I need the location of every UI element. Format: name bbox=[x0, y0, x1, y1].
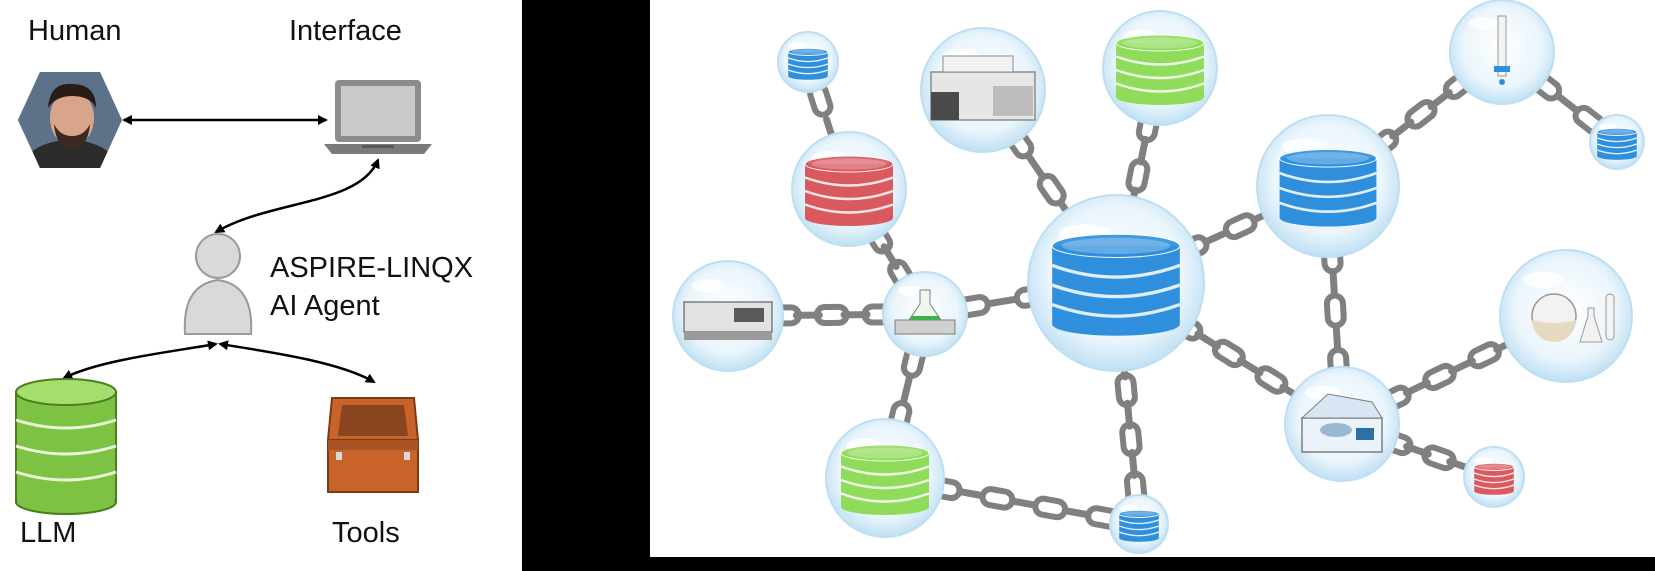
tools-label: Tools bbox=[332, 517, 400, 549]
human-photo-icon bbox=[18, 72, 122, 168]
knowledge-network-panel bbox=[650, 0, 1655, 557]
toolbox-icon bbox=[326, 397, 420, 493]
interface-label: Interface bbox=[289, 15, 402, 47]
laptop-icon bbox=[324, 80, 432, 154]
green-database-bubble-2 bbox=[825, 418, 945, 538]
centrifuge-bubble bbox=[1284, 366, 1400, 482]
chain-g-l bbox=[1320, 238, 1350, 383]
architecture-graphics bbox=[15, 72, 432, 515]
agent-label-line2: AI Agent bbox=[270, 290, 380, 322]
glassware-bubble bbox=[1499, 249, 1633, 383]
red-database-bubble bbox=[791, 131, 907, 247]
human-label: Human bbox=[28, 15, 122, 47]
agent-user-icon bbox=[183, 233, 253, 335]
instrument-bubble bbox=[920, 27, 1046, 153]
network-graphics bbox=[672, 0, 1645, 554]
chain-l-k bbox=[1377, 335, 1522, 413]
small-blue-database-bubble-3 bbox=[1109, 494, 1169, 554]
green-database-bubble bbox=[1102, 10, 1218, 126]
chain-n-o bbox=[926, 476, 1121, 530]
hotplate-bubble bbox=[882, 271, 968, 357]
bubbles bbox=[672, 0, 1645, 554]
llm-label: LLM bbox=[20, 517, 77, 549]
llm-database-icon bbox=[15, 378, 117, 515]
spectrometer-bubble bbox=[672, 260, 784, 372]
agent-architecture-panel: Human Interface ASPIRE-LINQX AI Agent LL… bbox=[0, 0, 522, 571]
column-bubble bbox=[1449, 0, 1555, 105]
central-database-bubble bbox=[1027, 194, 1205, 372]
blue-database-bubble bbox=[1256, 114, 1400, 258]
small-blue-database-bubble bbox=[777, 31, 839, 93]
chain-i-j bbox=[765, 303, 898, 327]
small-red-database-bubble bbox=[1463, 446, 1525, 508]
small-blue-database-bubble-2 bbox=[1589, 114, 1645, 170]
chain-o-h bbox=[1114, 350, 1148, 507]
agent-label-line1: ASPIRE-LINQX bbox=[270, 252, 474, 284]
